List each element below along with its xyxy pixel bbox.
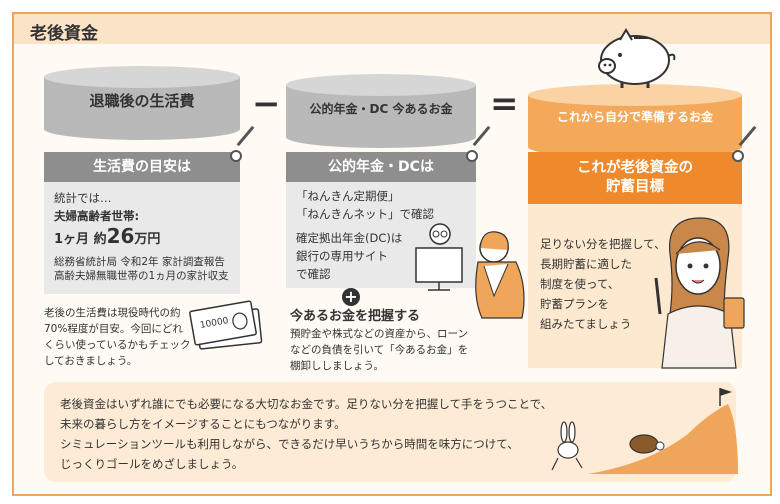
card1-note-line2: 70%程度が目安。今回にどれ <box>44 323 183 335</box>
card2-line1: 「ねんきん定期便」 <box>296 189 400 203</box>
card3-head-line2: 貯蓄目標 <box>606 179 664 195</box>
equals-operator: = <box>490 84 519 124</box>
banknote-value: 10000 <box>199 316 229 331</box>
card3-line5: 組みたてましょう <box>540 317 632 331</box>
card2-plus-heading: 今あるお金を把握する <box>290 309 421 324</box>
woman-with-calculator-illustration <box>654 217 745 369</box>
card1-line2: 夫婦高齢者世帯: <box>54 209 140 223</box>
cylinder-living-expenses: 退職後の生活費 <box>44 66 240 140</box>
pin-icon <box>466 150 478 162</box>
card1-note-line1: 老後の生活費は現役時代の約 <box>44 307 181 319</box>
card2-line2: 「ねんきんネット」で確認 <box>296 207 434 221</box>
pin-icon <box>230 150 242 162</box>
card3-line2: 長期貯蓄に適した <box>540 257 632 271</box>
cylinder-self-preparation-label: これから自分で準備するお金 <box>556 110 713 124</box>
card3-line3: 制度を使って、 <box>540 277 620 291</box>
card1-note-line4: しておきましょう。 <box>44 355 138 367</box>
card1-amount-suffix: 万円 <box>134 232 161 247</box>
card1-line1: 統計では… <box>54 191 112 205</box>
card-pension-head: 公的年金・DCは <box>286 152 476 182</box>
cylinder-pension-assets: 公的年金・DC 今あるお金 <box>286 74 476 148</box>
minus-operator: − <box>252 84 281 124</box>
rabbit-and-turtle-illustration <box>551 388 738 474</box>
couple-at-computer-illustration <box>415 223 525 319</box>
page-title: 老後資金 <box>30 24 98 44</box>
card2-plus-line1: 預貯金や株式などの資産から、ローン <box>290 328 468 340</box>
cylinder-living-expenses-label: 退職後の生活費 <box>89 92 195 110</box>
card3-line1: 足りない分を把握して、 <box>540 237 666 251</box>
card-living-expenses: 生活費の目安は <box>44 152 240 294</box>
card-living-expenses-head: 生活費の目安は <box>44 152 240 182</box>
bottom-note-line3: シミュレーションツールも利用しながら、できるだけ早いうちから時間を味方につけて、 <box>60 437 519 451</box>
piggy-bank-illustration <box>598 28 676 88</box>
card2-plus-line2: などの負債を引いて「今あるお金」を <box>290 344 469 356</box>
card-savings-goal-head: これが老後資金の 貯蓄目標 <box>528 152 742 204</box>
card3-line4: 貯蓄プランを <box>540 297 609 311</box>
bottom-note-line1: 老後資金はいずれ誰にでも必要になる大切なお金です。足りない分を把握して手をうつこ… <box>60 397 553 411</box>
card1-amount-prefix: 1ヶ月 約 <box>54 232 107 247</box>
bottom-note-box <box>44 382 736 482</box>
card1-source2: 高齢夫婦無職世帯の1ヵ月の家計収支 <box>54 270 229 282</box>
bottom-note-line4: じっくりゴールをめざしましょう。 <box>60 457 244 471</box>
card1-note-line3: くらい使っているかもチェック <box>44 339 191 351</box>
card1-amount-num: 26 <box>106 224 135 248</box>
card1-source1: 総務省統計局 令和2年 家計調査報告 <box>54 256 225 268</box>
cylinder-self-preparation: これから自分で準備するお金 <box>528 84 742 158</box>
card1-amount: 1ヶ月 約26万円 <box>54 226 161 248</box>
card2-line5: で確認 <box>296 267 331 281</box>
card2-line3: 確定拠出年金(DC)は <box>296 231 403 245</box>
bottom-note-line2: 未来の暮らし方をイメージすることにもつながります。 <box>60 417 346 431</box>
card3-head-line1: これが老後資金の <box>577 160 693 176</box>
cylinder-pension-assets-label: 公的年金・DC 今あるお金 <box>309 102 453 116</box>
pin-icon <box>732 150 744 162</box>
card2-line4: 銀行の専用サイト <box>296 249 388 263</box>
plus-icon: + <box>342 288 360 306</box>
card2-plus-line3: 棚卸ししましょう。 <box>290 360 384 372</box>
banknotes-illustration: 10000 <box>189 300 263 350</box>
